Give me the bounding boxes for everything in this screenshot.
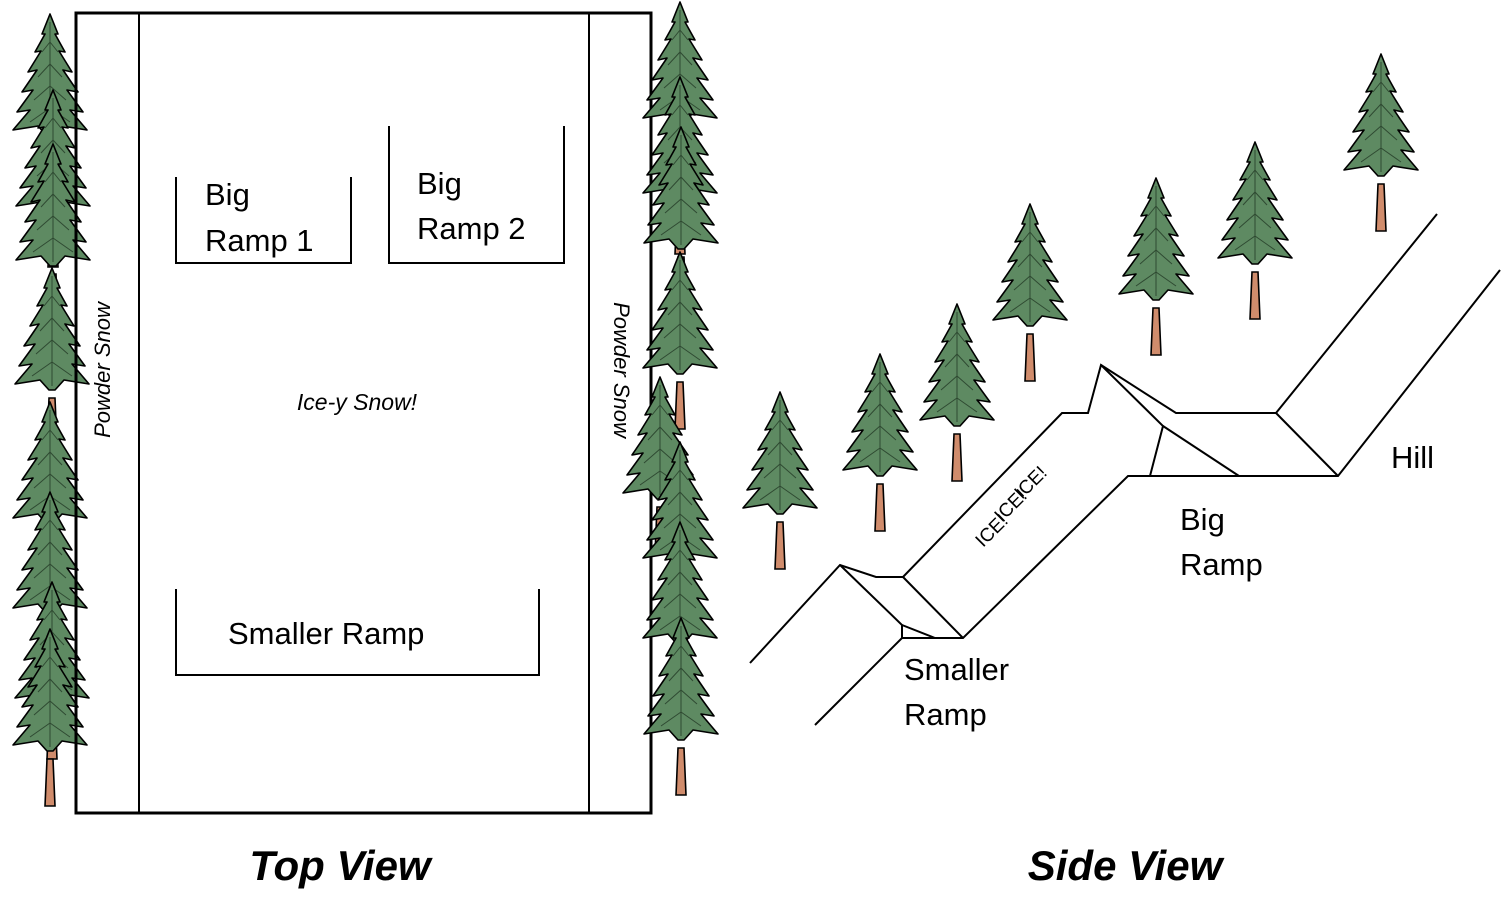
big-ramp-2-outline [388, 126, 565, 264]
slope-back-edge [749, 213, 1438, 664]
smaller-ramp-outline [175, 589, 540, 676]
big-ramp-label-line1: Big [1180, 502, 1225, 537]
big-ramp-face [1100, 364, 1165, 477]
big-ramp-2-label-line1: Big [417, 166, 462, 201]
top-view: Big Ramp 1 Big Ramp 2 Smaller Ramp Ice-y… [12, 1, 719, 889]
side-view: ICE! ICE! ICE! Hill Big Ramp Smaller Ram… [742, 53, 1501, 889]
hill-edge [1275, 412, 1339, 477]
left-tree-line [12, 13, 91, 807]
smaller-ramp-edge [901, 624, 936, 639]
big-ramp-1-label-line1: Big [205, 177, 250, 212]
big-ramp-edge [1162, 425, 1240, 477]
powder-snow-left-label: Powder Snow [90, 300, 115, 438]
pine-tree-icon [1118, 177, 1194, 356]
pine-tree-icon [919, 303, 995, 482]
slope-tree-line [742, 53, 1419, 570]
hill-label: Hill [1391, 440, 1434, 475]
pine-tree-icon [1217, 141, 1293, 320]
pine-tree-icon [842, 353, 918, 532]
icy-snow-label: Ice-y Snow! [297, 389, 418, 415]
big-ramp-1-outline [175, 177, 352, 264]
smaller-ramp-top-edge [902, 576, 964, 639]
smaller-ramp-label: Smaller Ramp [228, 616, 424, 651]
pine-tree-icon [992, 203, 1068, 382]
pine-tree-icon [1343, 53, 1419, 232]
big-ramp-2-label-line2: Ramp 2 [417, 211, 526, 246]
right-tree-line [622, 1, 719, 796]
top-view-title: Top View [249, 842, 433, 889]
pine-tree-icon [742, 391, 818, 570]
smaller-ramp-label-line1: Smaller [904, 652, 1009, 687]
smaller-ramp-label-line2: Ramp [904, 697, 987, 732]
big-ramp-1-label-line2: Ramp 1 [205, 223, 314, 258]
slope-front-edge [814, 269, 1501, 726]
powder-snow-right-label: Powder Snow [609, 302, 634, 440]
big-ramp-label-line2: Ramp [1180, 547, 1263, 582]
pine-tree-icon [643, 617, 719, 796]
side-view-title: Side View [1028, 842, 1225, 889]
